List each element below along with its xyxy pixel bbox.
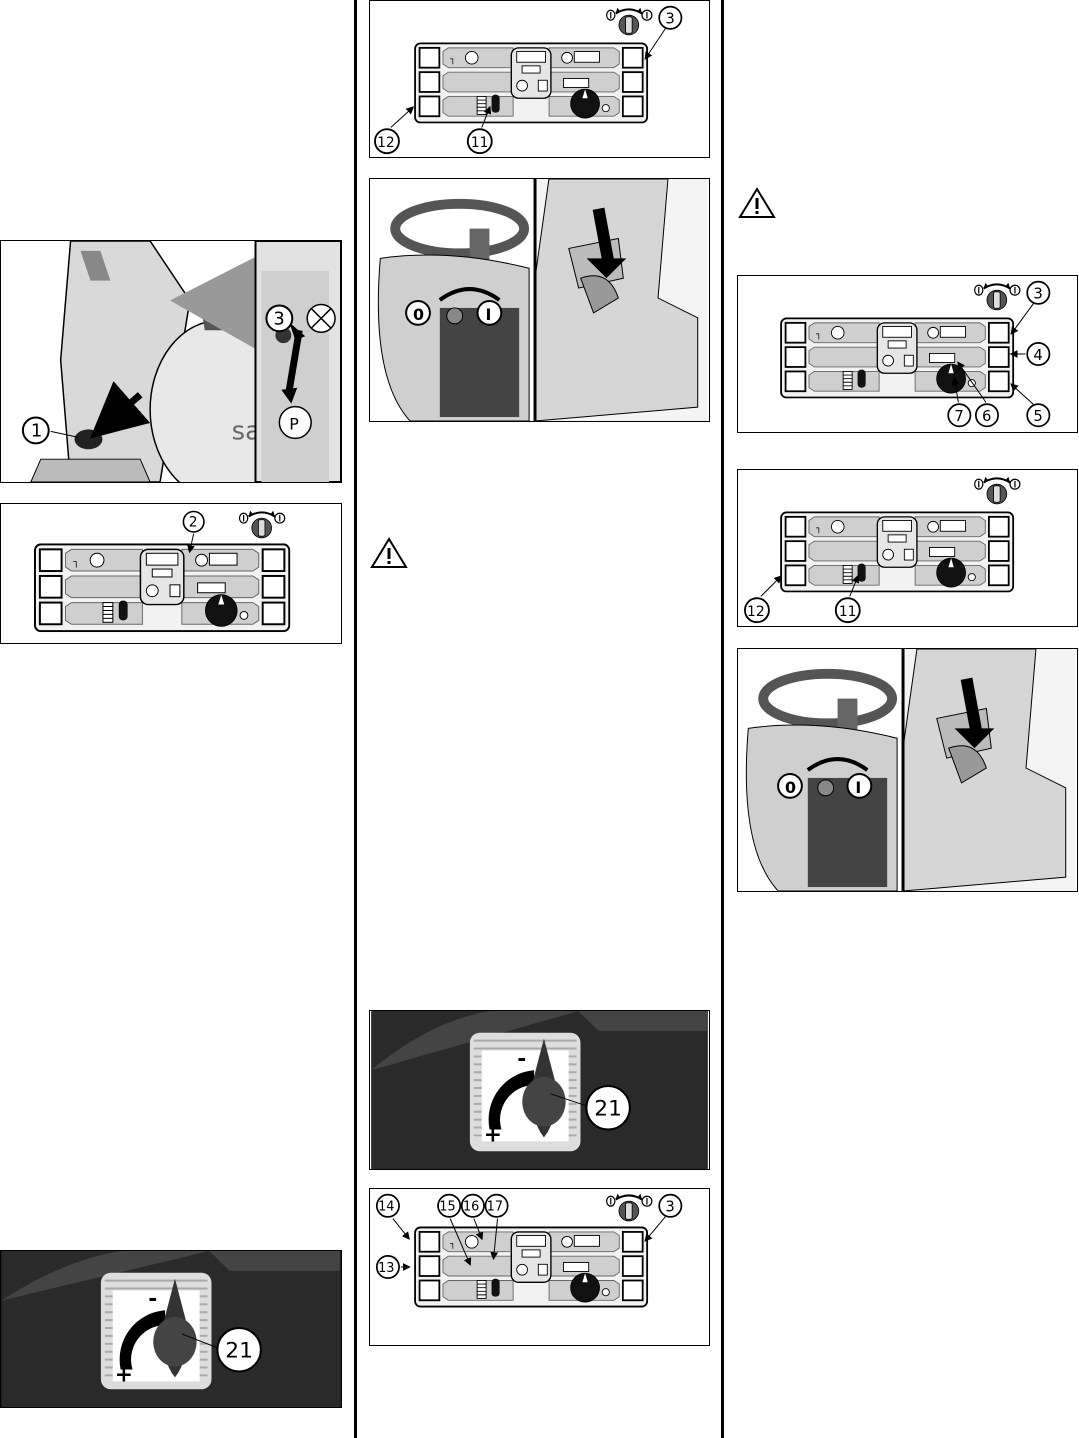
minus-symbol: - (517, 1046, 526, 1071)
key-switch-icon (605, 1192, 653, 1222)
switch-on-label: I (485, 305, 491, 324)
callout-12: 12 (747, 604, 765, 620)
callout-5: 5 (1033, 408, 1042, 425)
callout-21: 21 (594, 1097, 622, 1122)
figure-knob-21-left: - + 21 (0, 1250, 342, 1408)
figure-machine-side-view: sa P 1 3 (0, 240, 342, 483)
callout-3: 3 (665, 11, 674, 28)
switch-off-label: 0 (785, 778, 796, 797)
warning-triangle-icon (738, 187, 776, 218)
figure-control-panel-2: 2 (0, 503, 342, 644)
callout-14: 14 (378, 1200, 394, 1215)
minus-symbol: - (148, 1286, 157, 1311)
callout-21: 21 (225, 1339, 253, 1364)
key-switch-icon (973, 475, 1021, 505)
figure-control-panel-3-11-12: 3 12 11 (369, 0, 710, 158)
callout-4: 4 (1033, 347, 1042, 364)
key-switch-icon (238, 509, 286, 539)
callout-15: 15 (439, 1200, 455, 1215)
figure-control-panel-11-12: 12 11 (737, 469, 1078, 627)
callout-16: 16 (463, 1200, 479, 1215)
callout-11: 11 (471, 135, 489, 151)
plus-symbol: + (115, 1362, 133, 1387)
key-switch-icon (973, 281, 1021, 311)
figure-ignition-steering-right: 0 I (737, 648, 1078, 892)
figure-control-panel-13-17: 3 14 15 16 17 13 (369, 1188, 710, 1346)
control-panel (780, 511, 1015, 593)
callout-3: 3 (273, 308, 284, 329)
column-divider-right (721, 0, 724, 1438)
control-panel (414, 42, 649, 124)
control-panel (33, 543, 291, 633)
figure-control-panel-3-7: 3 4 5 7 6 (737, 275, 1078, 433)
callout-11: 11 (839, 604, 857, 620)
callout-6: 6 (982, 408, 991, 425)
callout-12: 12 (377, 135, 395, 151)
switch-off-label: 0 (413, 305, 424, 324)
control-panel (414, 1226, 649, 1308)
warning-triangle-icon (370, 537, 408, 568)
callout-13: 13 (378, 1261, 394, 1276)
callout-7: 7 (954, 408, 963, 425)
figure-ignition-steering: 0 I (369, 178, 710, 422)
callout-1: 1 (31, 420, 42, 441)
figure-knob-21-middle: - + 21 (369, 1010, 710, 1170)
switch-on-label: I (855, 778, 861, 797)
plus-symbol: + (484, 1122, 502, 1147)
callout-3: 3 (665, 1199, 674, 1216)
callout-17: 17 (487, 1200, 503, 1215)
parking-symbol: P (289, 414, 299, 433)
callout-2: 2 (189, 515, 198, 531)
control-panel (780, 317, 1015, 399)
column-divider-left (354, 0, 357, 1438)
key-switch-icon (605, 6, 653, 36)
callout-3: 3 (1033, 286, 1042, 303)
